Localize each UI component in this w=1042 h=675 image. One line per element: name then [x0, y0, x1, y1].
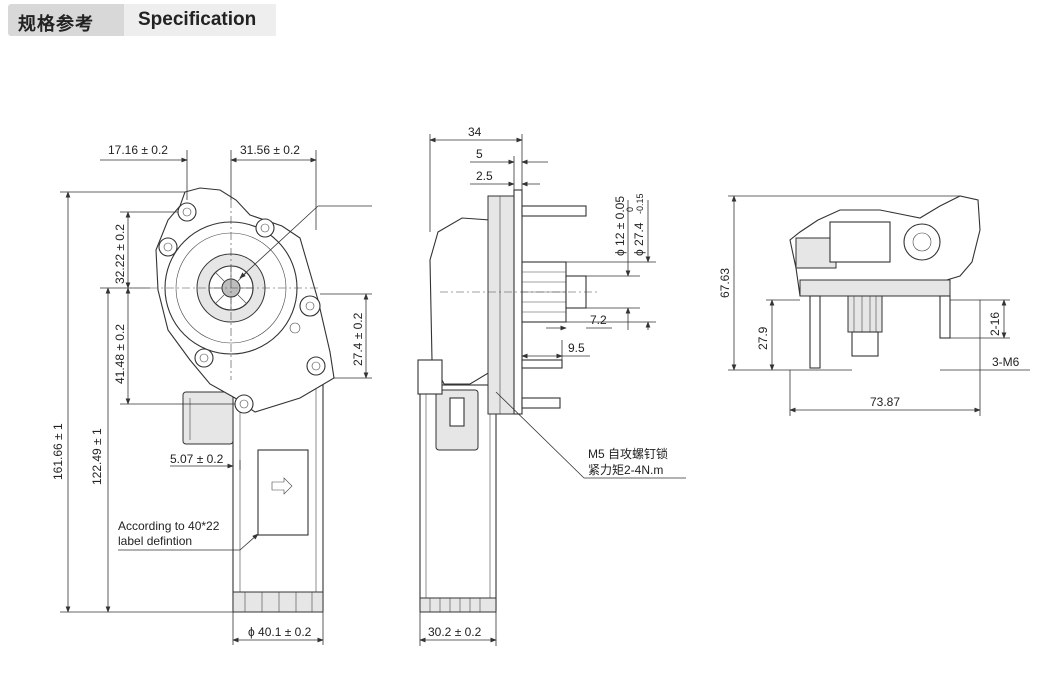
side-motor-end: [419, 597, 497, 613]
dim-side-bottom: 30.2 ± 0.2: [428, 625, 482, 639]
front-motor-end: [232, 591, 324, 613]
front-connector: [182, 391, 234, 445]
header-title-cn: 规格参考: [18, 14, 94, 34]
front-mount-hole-6: [306, 356, 326, 376]
right-stud-right: [939, 295, 951, 339]
front-view-dimensions: 17.16 ± 0.2 31.56 ± 0.2 161.66 ± 1 122.4…: [51, 143, 372, 645]
header-tab-cn: [8, 4, 128, 36]
dim-side-tol-up: 0: [625, 207, 635, 212]
side-view-dimensions: 34 5 2.5 ϕ 12 ± 0.05 ϕ 27.4 0 -0.15 7.2 …: [419, 125, 686, 646]
front-label-area: [257, 449, 309, 536]
label-note-line-1: According to 40*22: [118, 519, 220, 533]
front-mount-hole-2: [158, 237, 178, 257]
label-note-line-2: label defintion: [118, 534, 192, 548]
dim-side-top: 34: [468, 125, 482, 139]
right-pinion: [847, 295, 883, 333]
front-mount-hole-3: [255, 218, 275, 238]
dim-right-m6: 3-M6: [992, 355, 1020, 369]
dim-left-mid: 41.48 ± 0.2: [113, 324, 127, 384]
dim-side-dia274: ϕ 27.4: [632, 222, 646, 256]
side-gear-housing: [429, 217, 491, 385]
dim-side-5: 5: [476, 147, 483, 161]
right-stud-left: [809, 295, 821, 369]
front-mount-hole-5: [194, 348, 214, 368]
side-stud-mid: [521, 359, 563, 369]
dim-side-95: 9.5: [568, 341, 585, 355]
header-tab-en: [124, 4, 276, 36]
dim-side-25: 2.5: [476, 169, 493, 183]
header-title-en: Specification: [138, 9, 257, 30]
side-view: [417, 189, 600, 613]
dim-total-height: 161.66 ± 1: [51, 423, 65, 480]
side-stud-top: [521, 205, 587, 217]
front-mount-hole-4: [299, 295, 321, 317]
dim-right-height: 67.63: [718, 268, 732, 298]
arrow-right-icon: [271, 477, 293, 495]
front-view: [150, 187, 335, 613]
dim-right-mid: 27.4 ± 0.2: [351, 312, 365, 366]
dim-height-2: 122.49 ± 1: [90, 428, 104, 485]
dim-offset: 5.07 ± 0.2: [170, 452, 224, 466]
right-gear-circle: [903, 223, 941, 261]
dim-right-279: 27.9: [756, 326, 770, 350]
side-lower-lug: [417, 359, 443, 395]
side-mount-plate: [487, 195, 515, 415]
side-note-line-1: M5 自攻螺钉锁: [588, 446, 668, 461]
side-flange: [513, 189, 523, 415]
right-side-block: [795, 237, 837, 269]
dim-left-upper: 32.22 ± 0.2: [113, 224, 127, 284]
right-view: [789, 195, 981, 369]
dim-right-216: 2-16: [988, 312, 1002, 336]
section-header: 规格参考 Specification: [8, 4, 276, 36]
dim-side-dia12: ϕ 12 ± 0.05: [613, 196, 627, 256]
dim-top-right: 31.56 ± 0.2: [240, 143, 300, 157]
dim-top-left: 17.16 ± 0.2: [108, 143, 168, 157]
right-view-dimensions: 67.63 27.9 73.87 2-16 3-M6: [718, 195, 1030, 416]
side-note-line-2: 紧力矩2-4N.m: [588, 463, 663, 477]
front-mount-hole-7: [234, 394, 254, 414]
dim-bottom-dia: ϕ 40.1 ± 0.2: [248, 625, 312, 639]
dim-side-72: 7.2: [590, 313, 607, 327]
dim-side-tol-down: -0.15: [635, 193, 645, 214]
right-mount-bar: [799, 279, 951, 297]
dim-right-width: 73.87: [870, 395, 900, 409]
right-output-shaft: [851, 331, 879, 357]
side-stud-bottom: [521, 397, 561, 409]
right-center-block: [829, 221, 891, 263]
front-mount-hole-1: [177, 202, 197, 222]
